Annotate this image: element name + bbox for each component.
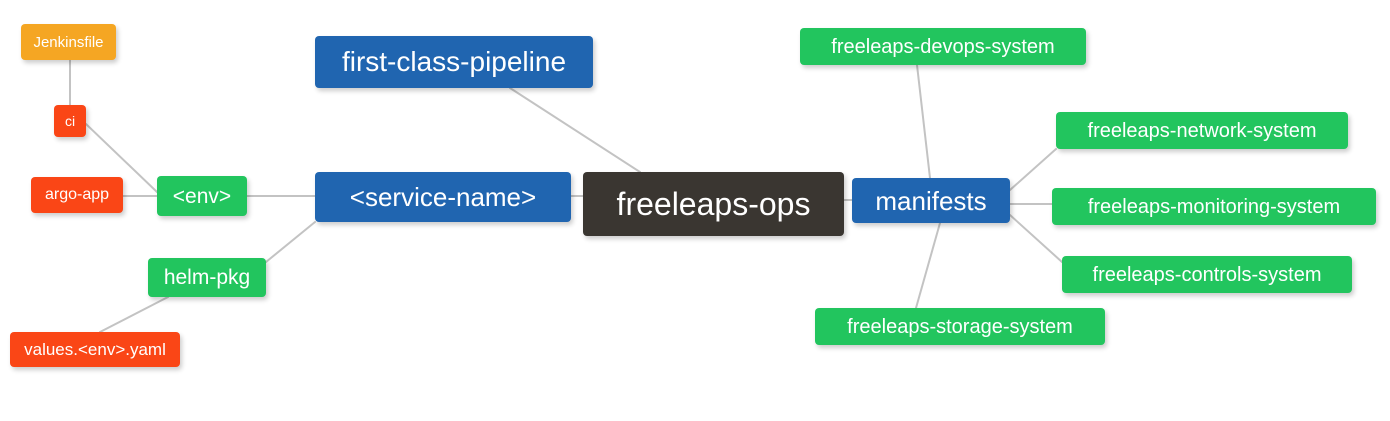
node-label-values-env-yaml: values.<env>.yaml bbox=[24, 340, 166, 359]
node-label-freeleaps-monitoring-system: freeleaps-monitoring-system bbox=[1087, 195, 1341, 218]
node-label-jenkinsfile: Jenkinsfile bbox=[33, 33, 104, 51]
node-label-argo-app: argo-app bbox=[44, 186, 110, 203]
node-freeleaps-network-system[interactable]: freeleaps-network-system bbox=[1056, 112, 1348, 149]
node-label-env: <env> bbox=[172, 184, 232, 208]
node-service-name[interactable]: <service-name> bbox=[315, 172, 571, 222]
node-jenkinsfile[interactable]: Jenkinsfile bbox=[21, 24, 116, 60]
node-label-service-name: <service-name> bbox=[349, 182, 537, 212]
node-label-first-class-pipeline: first-class-pipeline bbox=[341, 46, 567, 77]
node-label-helm-pkg: helm-pkg bbox=[163, 266, 251, 289]
node-first-class-pipeline[interactable]: first-class-pipeline bbox=[315, 36, 593, 88]
node-freeleaps-ops[interactable]: freeleaps-ops bbox=[583, 172, 844, 236]
node-label-ci: ci bbox=[64, 113, 76, 129]
node-freeleaps-devops-system[interactable]: freeleaps-devops-system bbox=[800, 28, 1086, 65]
node-freeleaps-controls-system[interactable]: freeleaps-controls-system bbox=[1062, 256, 1352, 293]
edge-service-name-to-helm-pkg bbox=[265, 221, 316, 263]
edge-manifests-to-freeleaps-storage-system bbox=[915, 222, 941, 309]
node-helm-pkg[interactable]: helm-pkg bbox=[148, 258, 266, 297]
node-label-manifests: manifests bbox=[875, 185, 987, 216]
node-label-freeleaps-storage-system: freeleaps-storage-system bbox=[847, 315, 1073, 338]
node-label-freeleaps-ops: freeleaps-ops bbox=[616, 186, 811, 222]
node-values-env-yaml[interactable]: values.<env>.yaml bbox=[10, 332, 180, 367]
node-env[interactable]: <env> bbox=[157, 176, 247, 216]
node-manifests[interactable]: manifests bbox=[852, 178, 1010, 223]
node-label-freeleaps-devops-system: freeleaps-devops-system bbox=[831, 35, 1055, 58]
edge-first-class-pipeline-to-freeleaps-ops bbox=[509, 87, 641, 173]
node-freeleaps-monitoring-system[interactable]: freeleaps-monitoring-system bbox=[1052, 188, 1376, 225]
node-label-freeleaps-network-system: freeleaps-network-system bbox=[1087, 119, 1317, 142]
edge-manifests-to-freeleaps-devops-system bbox=[916, 64, 931, 179]
edge-manifests-to-freeleaps-network-system bbox=[1009, 148, 1057, 191]
node-freeleaps-storage-system[interactable]: freeleaps-storage-system bbox=[815, 308, 1105, 345]
edge-helm-pkg-to-values-env-yaml bbox=[99, 296, 169, 333]
node-argo-app[interactable]: argo-app bbox=[31, 177, 123, 213]
node-label-freeleaps-controls-system: freeleaps-controls-system bbox=[1092, 263, 1322, 286]
node-ci[interactable]: ci bbox=[54, 105, 86, 137]
